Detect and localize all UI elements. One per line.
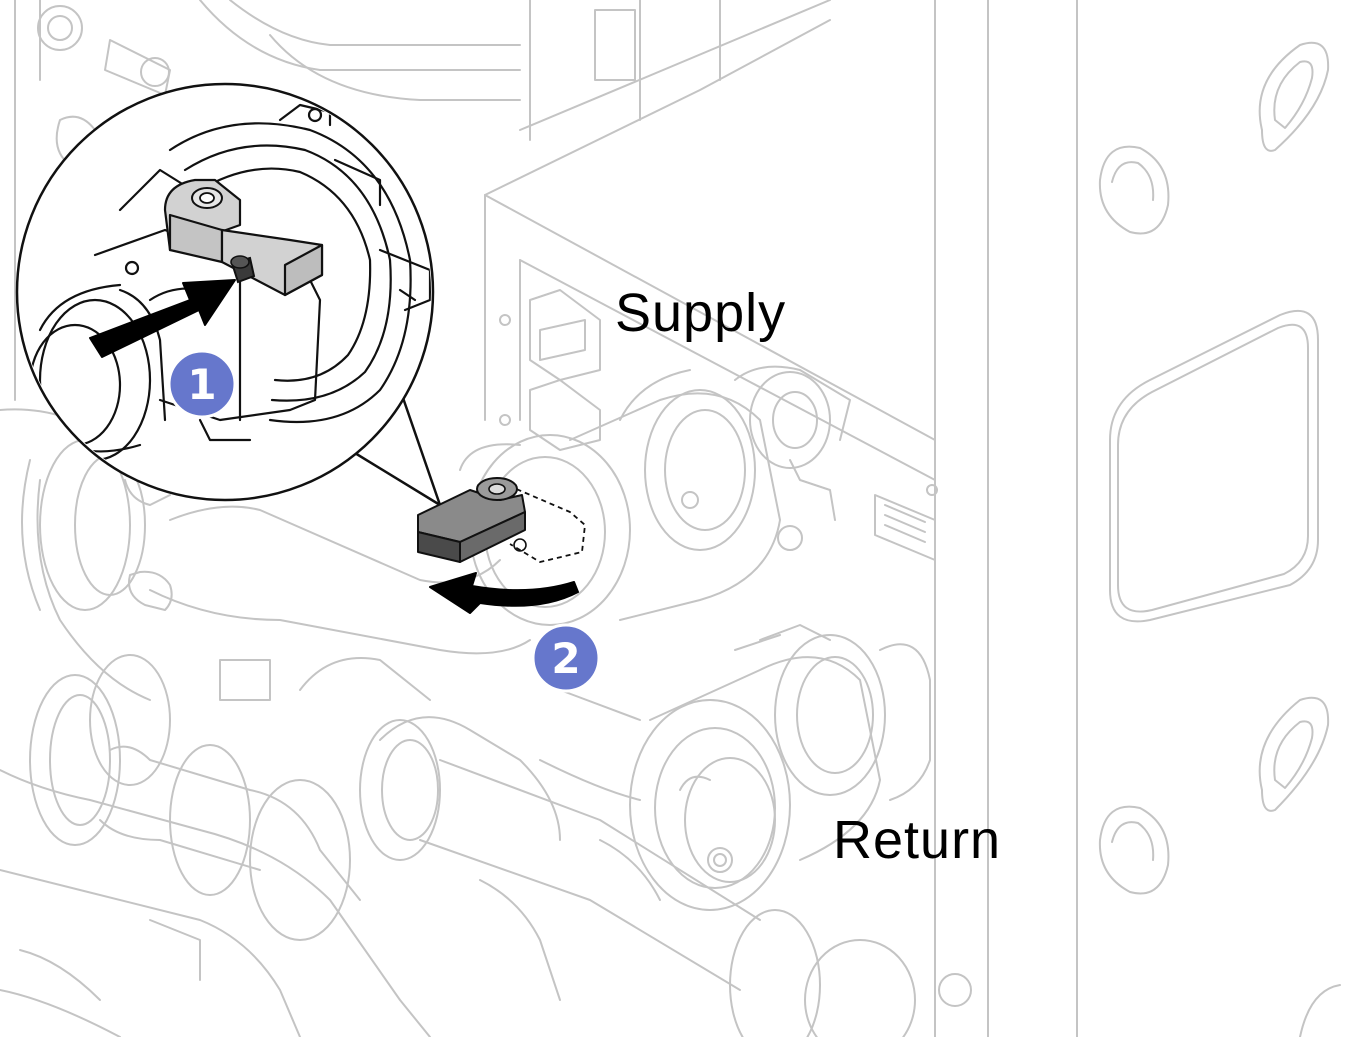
chassis-box [484, 0, 938, 561]
return-label: Return [833, 810, 1002, 870]
step-badge-2-number: 2 [551, 634, 580, 683]
step-badge-2: 2 [531, 623, 601, 693]
rack-panel [934, 0, 1341, 1037]
press-arrow [89, 279, 236, 358]
return-pipes [0, 654, 972, 1037]
step-badge-1-number: 1 [187, 360, 216, 409]
zoom-callout [15, 82, 442, 507]
return-valve-body [629, 624, 931, 911]
step-badge-1: 1 [167, 349, 237, 419]
rotation-arrow [429, 572, 579, 614]
valve-handle-closeup [163, 178, 324, 297]
pipe-top [14, 0, 521, 401]
supply-valve-handle [417, 477, 586, 563]
supply-label: Supply [615, 283, 787, 343]
